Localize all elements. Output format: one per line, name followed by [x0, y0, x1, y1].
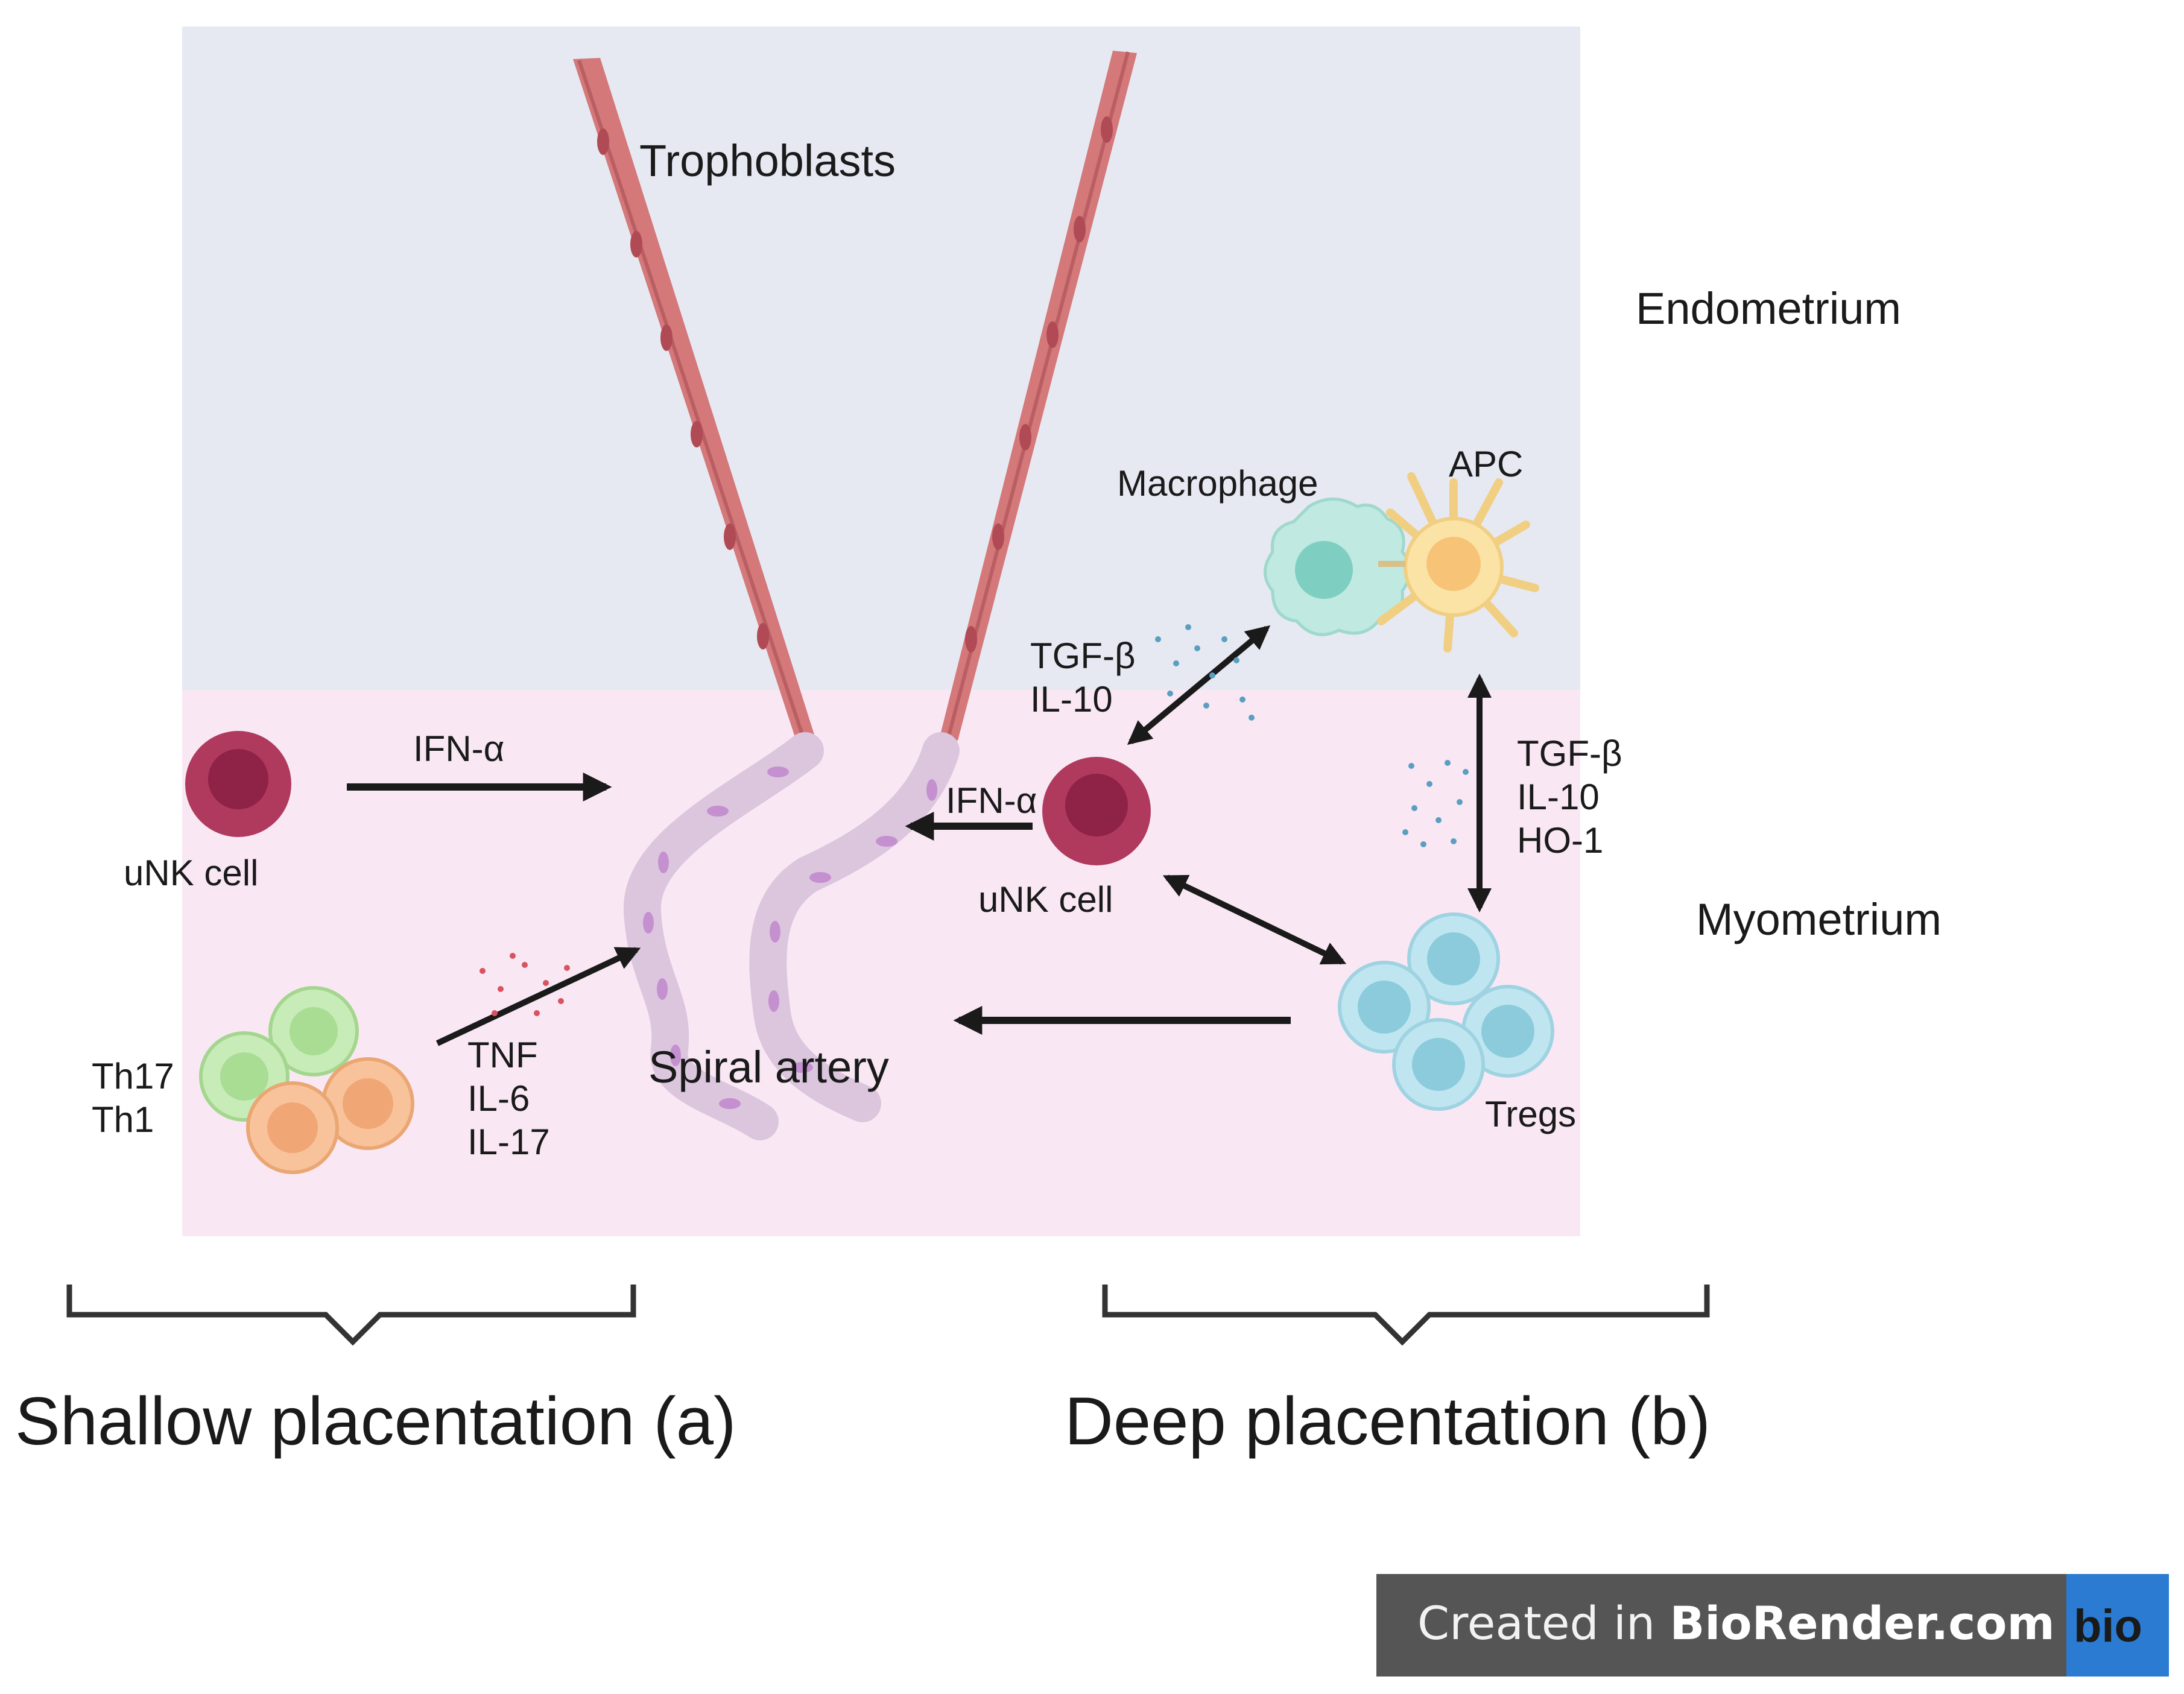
label-mac-cytokine-2: IL-10 [1030, 679, 1113, 719]
label-macrophage: Macrophage [1117, 463, 1318, 504]
trophoblast-left [573, 58, 814, 737]
unk-cell-left [185, 731, 291, 837]
unk-treg-arrow [1162, 874, 1347, 965]
apc-cell [1377, 472, 1539, 653]
th-arrow [435, 947, 641, 1046]
tnf-dots [480, 953, 570, 1016]
watermark-logo: bio [2074, 1601, 2142, 1652]
unk-cell-right [1042, 757, 1151, 865]
label-apc: APC [1449, 444, 1523, 484]
panel-title-b: Deep placentation (b) [1065, 1383, 1711, 1459]
label-tnf-2: IL-6 [467, 1078, 530, 1119]
myometrium-region [182, 690, 1580, 1236]
th-cell-cluster [199, 986, 414, 1174]
label-unk-left: uNK cell [124, 853, 258, 893]
biorender-watermark: Created in BioRender.com bio [1376, 1574, 2169, 1677]
spiral-artery [624, 732, 960, 1140]
label-mac-cytokine-1: TGF-β [1030, 636, 1135, 676]
bracket-a [66, 1285, 636, 1346]
label-myometrium: Myometrium [1696, 894, 1942, 944]
trophoblast-right [940, 51, 1137, 741]
label-unk-right: uNK cell [978, 879, 1113, 920]
label-tregs: Tregs [1485, 1094, 1576, 1134]
label-th1: Th1 [92, 1099, 154, 1140]
label-ifn-right: IFN-α [946, 780, 1037, 821]
treg-dots [1402, 760, 1469, 847]
label-endometrium: Endometrium [1636, 283, 1901, 333]
label-tnf-1: TNF [467, 1035, 538, 1075]
label-treg-cytokine-2: IL-10 [1517, 777, 1600, 817]
label-spiral-artery: Spiral artery [648, 1042, 889, 1092]
label-th17: Th17 [92, 1056, 174, 1096]
panel-title-a: Shallow placentation (a) [15, 1383, 736, 1459]
label-treg-cytokine-1: TGF-β [1517, 733, 1622, 774]
watermark-brand: BioRender.com [1670, 1596, 2054, 1650]
label-tnf-3: IL-17 [467, 1122, 550, 1162]
treg-cluster [1338, 912, 1554, 1111]
mac-dots [1155, 624, 1255, 721]
label-treg-cytokine-3: HO-1 [1517, 820, 1603, 861]
watermark-prefix: Created in [1417, 1596, 1670, 1650]
label-ifn-left: IFN-α [413, 728, 504, 769]
label-trophoblasts: Trophoblasts [639, 136, 896, 186]
bracket-b [1102, 1285, 1710, 1346]
mac-unk-arrow [1127, 625, 1271, 745]
watermark-text: Created in BioRender.com [1417, 1596, 2055, 1650]
macrophage-cell [1264, 498, 1411, 636]
